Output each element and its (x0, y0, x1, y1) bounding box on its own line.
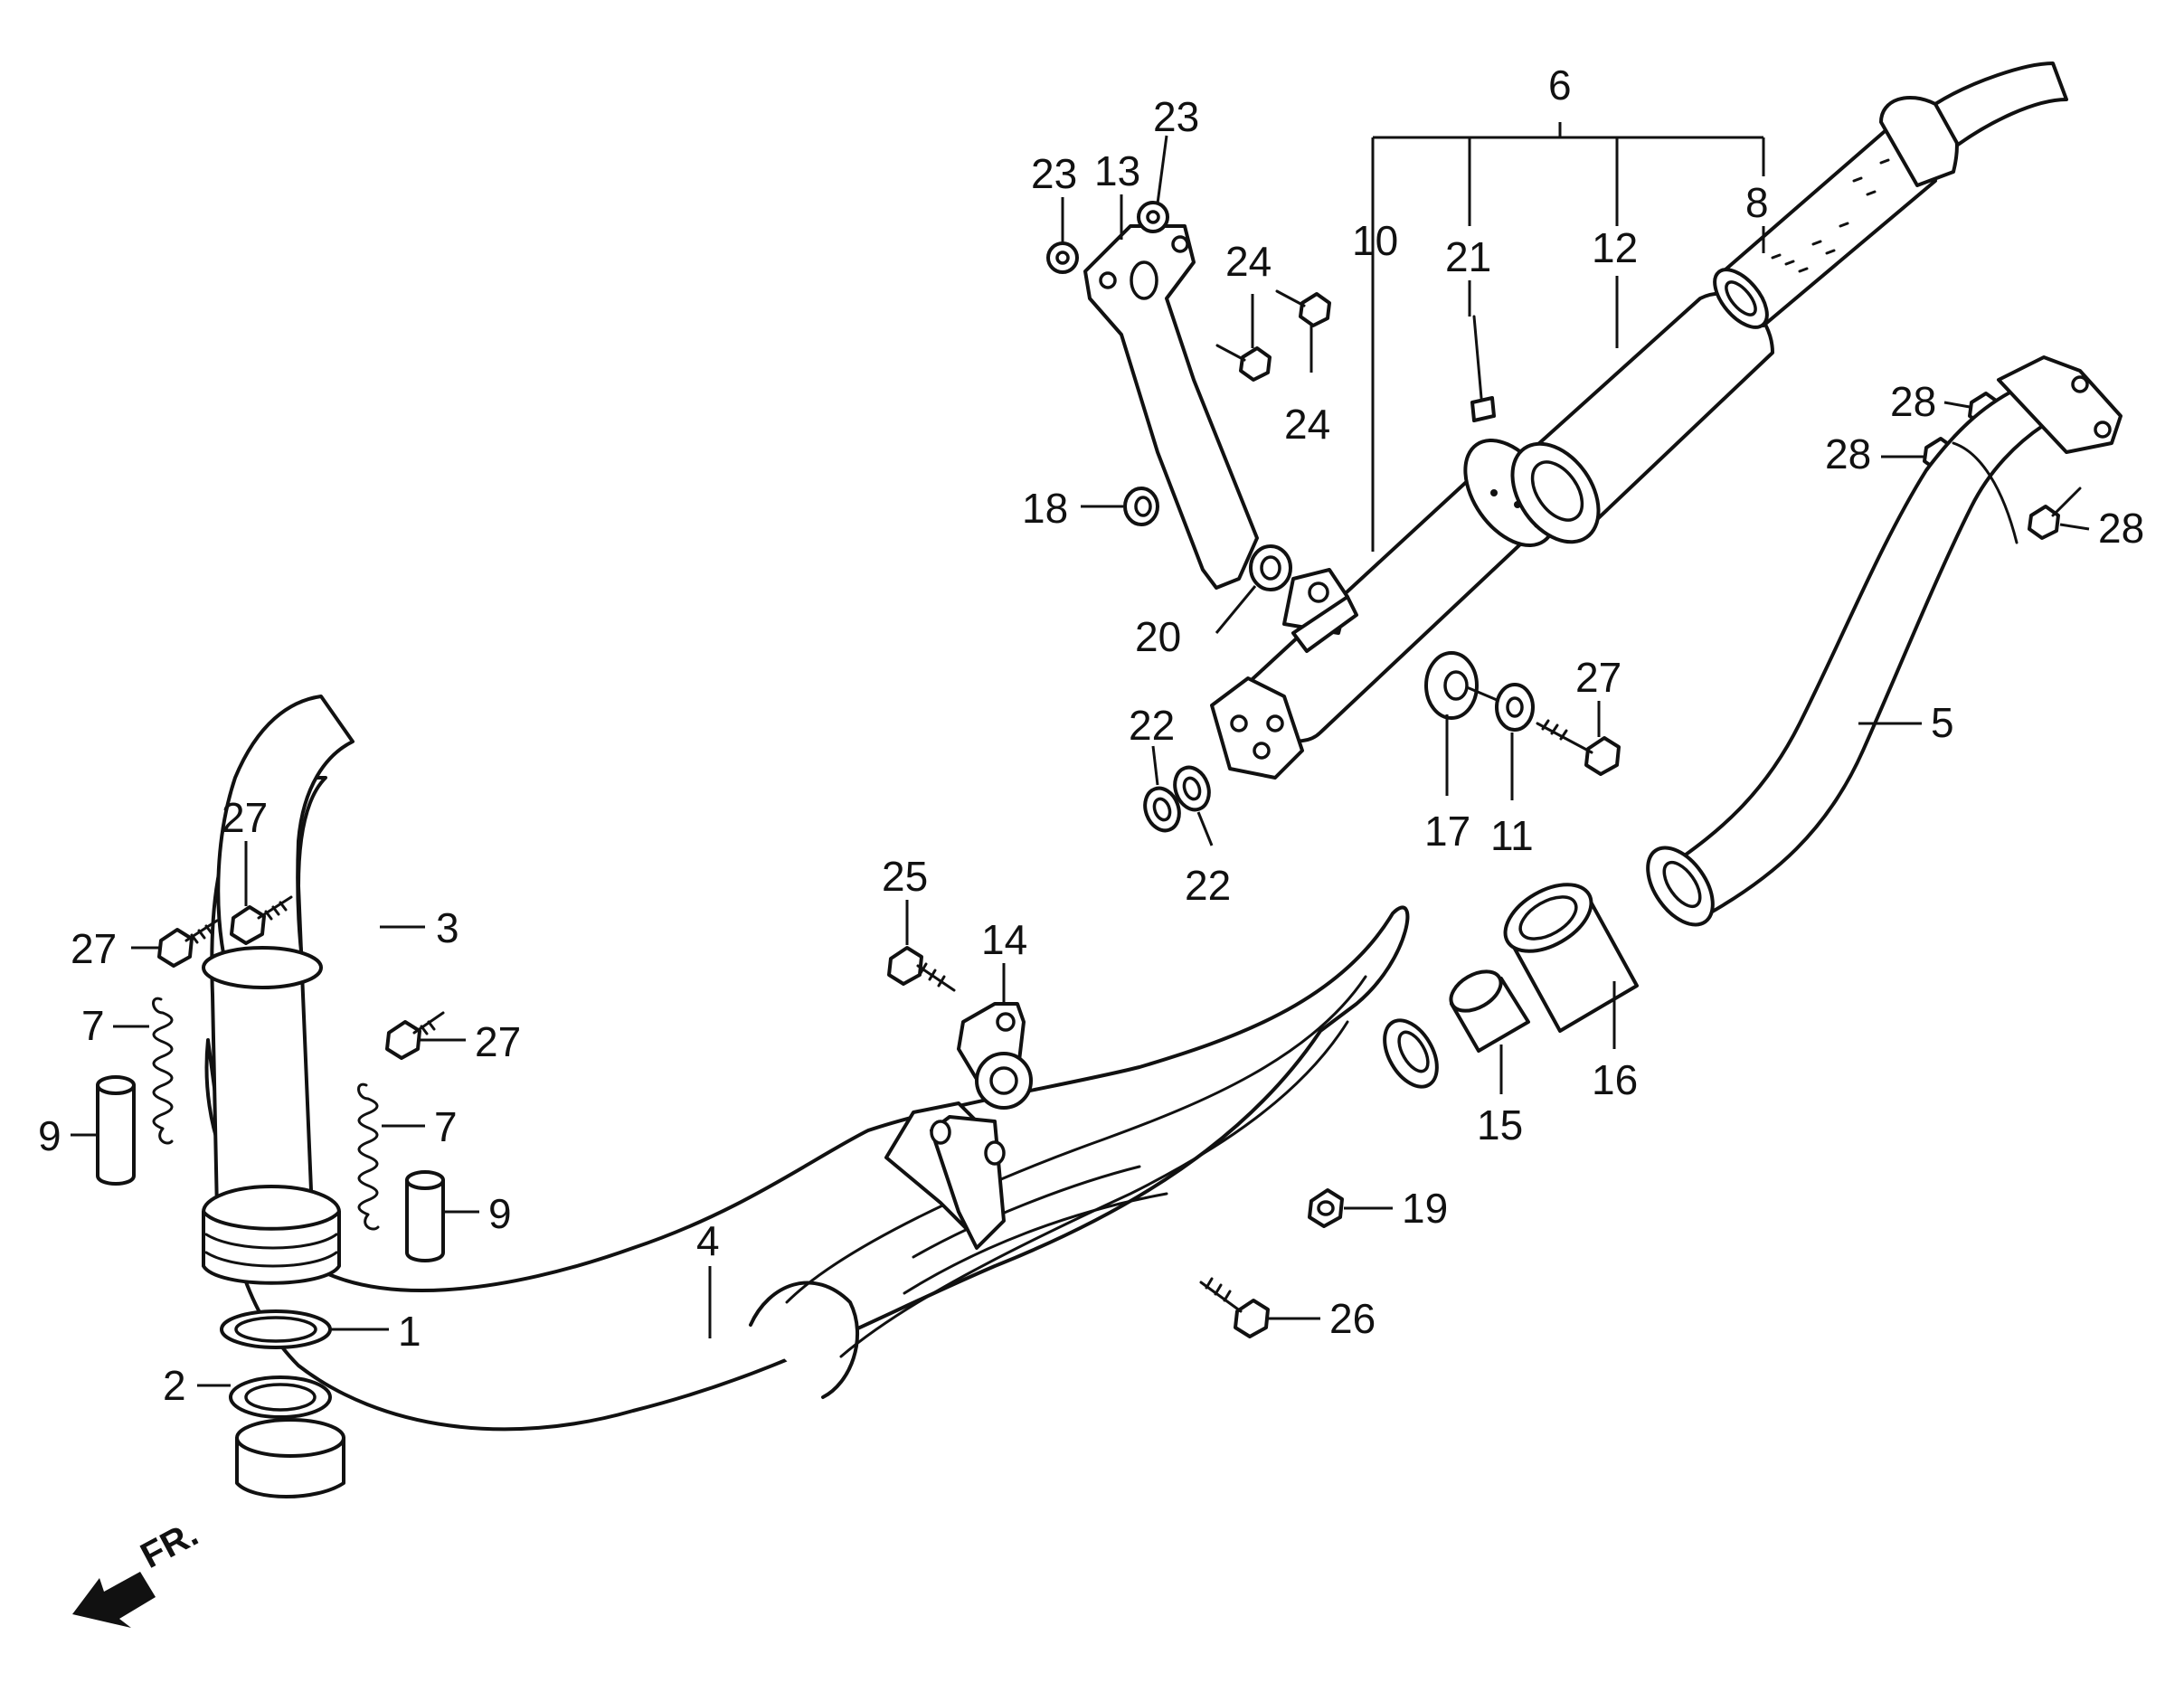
callout-26: 26 (1329, 1295, 1376, 1342)
spring-part-7-left (152, 997, 174, 1145)
callout-28-a: 28 (1890, 378, 1936, 425)
exhaust-pipe-part-4 (204, 905, 1439, 1432)
front-direction-arrow: FR. (72, 1514, 204, 1628)
washer-part-23-a (1046, 241, 1079, 274)
rubber-mount-part-17 (1424, 651, 1479, 720)
gasket-part-2 (229, 1375, 345, 1498)
callout-5: 5 (1931, 699, 1954, 746)
bolt-part-26 (1199, 1277, 1270, 1338)
callout-20: 20 (1135, 613, 1181, 660)
callout-13: 13 (1094, 147, 1140, 194)
gasket-part-22-a (1143, 786, 1181, 833)
bolt-part-24-b (1215, 344, 1272, 382)
sleeve-part-9-left (96, 1075, 136, 1186)
callout-24-a: 24 (1225, 238, 1272, 285)
exhaust-flange-part-3 (289, 859, 402, 1004)
spring-part-7-right (357, 1082, 380, 1231)
collar-part-11 (1465, 683, 1535, 732)
callout-23-a: 23 (1031, 150, 1077, 197)
callout-2: 2 (163, 1362, 186, 1409)
bolt-part-27-b (230, 895, 293, 945)
bracket-part-14 (957, 1002, 1033, 1110)
callout-25: 25 (882, 853, 928, 900)
bolt-part-21 (1470, 315, 1496, 422)
callout-27-b: 27 (222, 794, 268, 841)
callout-24-b: 24 (1284, 401, 1330, 448)
callout-8: 8 (1745, 179, 1769, 226)
callout-10: 10 (1352, 217, 1398, 264)
callout-27-a: 27 (71, 925, 117, 972)
rear-pipe-part-5 (1646, 355, 2123, 927)
callout-labels: 6 10 21 12 8 23 13 23 24 24 18 20 22 22 … (38, 61, 2144, 1409)
washer-part-23-b (1137, 201, 1169, 233)
callout-16: 16 (1592, 1056, 1638, 1103)
joint-pipe-part-15 (1449, 969, 1530, 1053)
callout-12: 12 (1592, 224, 1638, 271)
callout-28-c: 28 (2098, 505, 2144, 552)
callout-6: 6 (1548, 61, 1572, 109)
bolt-part-25 (887, 946, 956, 992)
callout-19: 19 (1402, 1185, 1448, 1232)
callout-14: 14 (981, 916, 1027, 963)
bolt-part-27-d (1536, 719, 1621, 776)
washer-part-20 (1249, 544, 1292, 591)
callout-1: 1 (398, 1308, 421, 1355)
bolt-part-27-a (157, 919, 219, 968)
callout-4: 4 (696, 1217, 720, 1264)
nut-part-19 (1308, 1188, 1344, 1228)
callout-27-c: 27 (475, 1018, 521, 1065)
gasket-part-22-b (1173, 765, 1211, 812)
callout-17: 17 (1424, 808, 1470, 855)
leader-lines (71, 122, 2090, 1387)
callout-11: 11 (1490, 812, 1534, 859)
sleeve-part-9-right (405, 1170, 445, 1262)
stay-part-13 (1083, 224, 1259, 590)
front-direction-label: FR. (135, 1514, 205, 1576)
gasket-part-1 (220, 1309, 332, 1349)
callout-9-a: 9 (38, 1112, 61, 1159)
callout-3: 3 (436, 904, 459, 951)
packing-part-12 (1510, 291, 1774, 544)
callout-22-b: 22 (1185, 862, 1231, 909)
muffler-part-10 (1210, 439, 1557, 780)
callout-9-b: 9 (488, 1190, 512, 1237)
callout-23-b: 23 (1153, 93, 1199, 140)
callout-27-d: 27 (1575, 654, 1621, 701)
callout-7-b: 7 (434, 1103, 458, 1150)
callout-21: 21 (1445, 233, 1491, 280)
callout-22-a: 22 (1129, 702, 1175, 749)
bolt-part-27-c (385, 1011, 445, 1060)
callout-18: 18 (1022, 485, 1068, 532)
callout-28-b: 28 (1825, 430, 1871, 477)
callout-7-a: 7 (81, 1002, 105, 1049)
bolt-part-28-c (2028, 487, 2082, 540)
header-collar (202, 1210, 341, 1285)
inner-pipe-part-8 (1713, 61, 2068, 329)
callout-15: 15 (1477, 1101, 1523, 1148)
collar-part-16 (1503, 883, 1639, 1033)
grommet-part-18 (1123, 487, 1159, 526)
bolt-part-24-a (1275, 289, 1331, 327)
